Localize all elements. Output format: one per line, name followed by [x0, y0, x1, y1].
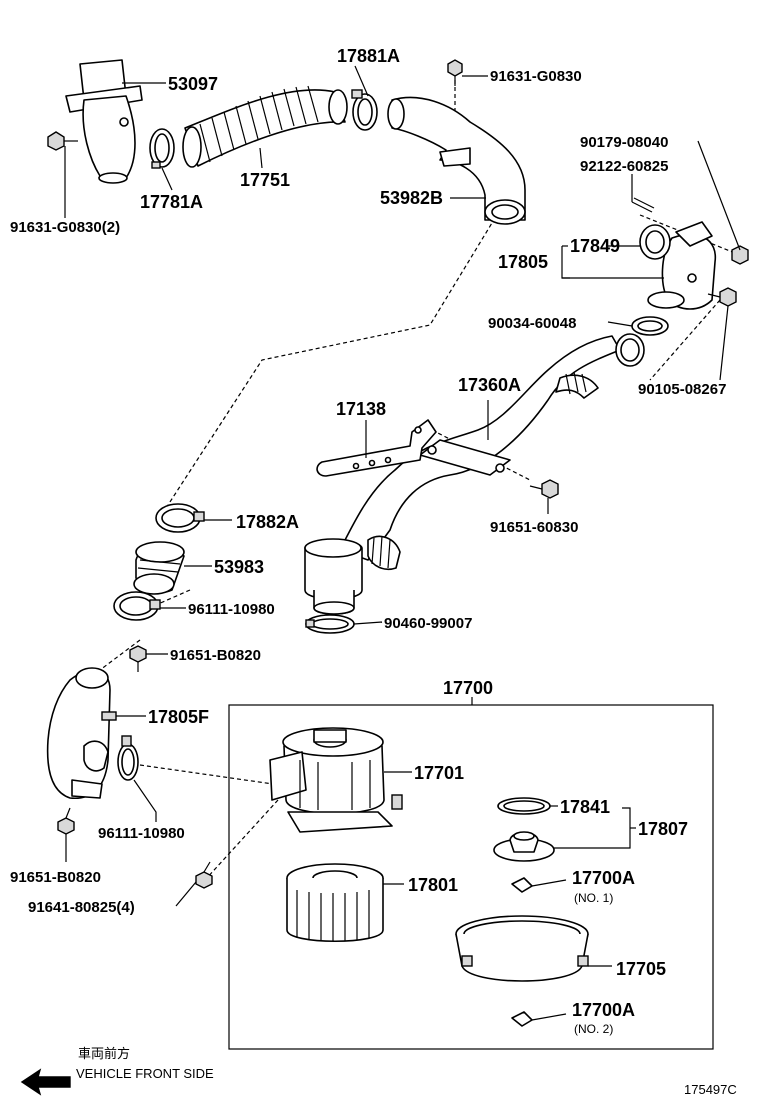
label-17360a: 17360A [458, 375, 521, 395]
label-17701: 17701 [414, 763, 464, 783]
label-96111-10980-lower: 96111-10980 [98, 825, 185, 842]
hose-53983 [133, 541, 185, 595]
label-17807: 17807 [638, 819, 688, 839]
direction-label-en: VEHICLE FRONT SIDE [76, 1066, 214, 1081]
label-53983: 53983 [214, 557, 264, 577]
clip-17700a-no1 [511, 877, 533, 893]
label-17705: 17705 [616, 959, 666, 979]
part-53097-inlet-duct [65, 59, 143, 184]
pipe-17360a [339, 333, 645, 571]
part-17701-air-cleaner-case [269, 727, 403, 833]
label-17805f: 17805F [148, 707, 209, 727]
label-17700: 17700 [443, 678, 493, 698]
arrow-down-left-icon [20, 1068, 71, 1096]
part-17807-valve [493, 831, 555, 862]
hose-17751 [182, 85, 348, 168]
duct-53982b [387, 96, 526, 225]
label-17881a: 17881A [337, 46, 400, 66]
note-17700a-no2: (NO. 2) [574, 1022, 613, 1036]
bolt-91651-b0820-lower [57, 807, 75, 835]
part-17805f-inlet [46, 667, 117, 800]
figure-id: 175497C [684, 1082, 737, 1097]
direction-label-jp: 車両前方 [78, 1046, 130, 1061]
resonator-body [304, 538, 363, 615]
label-53097: 53097 [168, 74, 218, 94]
bolt-91631-g0830-top [447, 59, 463, 86]
label-90179-08040: 90179-08040 [580, 134, 668, 151]
label-91631-g0830-2: 91631-G0830(2) [10, 219, 120, 236]
note-17700a-no1: (NO. 1) [574, 891, 613, 905]
label-17805: 17805 [498, 252, 548, 272]
gasket-90034-60048 [631, 316, 669, 336]
label-17781a: 17781A [140, 192, 203, 212]
part-17801-filter-element [286, 863, 384, 943]
label-96111-10980-upper: 96111-10980 [188, 601, 275, 618]
label-91641-80825-4: 91641-80825(4) [28, 899, 135, 916]
part-17805-elbow [647, 221, 717, 310]
label-17841: 17841 [560, 797, 610, 817]
front-direction-indicator: 車両前方 VEHICLE FRONT SIDE [20, 1046, 214, 1096]
clamp-90460-99007 [305, 614, 355, 634]
label-17138: 17138 [336, 399, 386, 419]
label-17849: 17849 [570, 236, 620, 256]
assembly-guide-lines [99, 80, 741, 881]
bolt-90105-08267 [707, 287, 737, 307]
clamp-17781a [149, 128, 175, 169]
label-17882a: 17882A [236, 512, 299, 532]
label-90105-08267: 90105-08267 [638, 381, 726, 398]
stud-92122-60825 [631, 197, 655, 213]
clamp-96111-10980-upper [113, 591, 161, 621]
label-17801: 17801 [408, 875, 458, 895]
label-91651-b0820-upper: 91651-B0820 [170, 647, 261, 664]
label-90034-60048: 90034-60048 [488, 315, 576, 332]
nut-90179-08040 [731, 245, 749, 265]
label-90460-99007: 90460-99007 [384, 615, 472, 632]
clip-17700a-no2 [511, 1011, 533, 1027]
label-17700a-no1: 17700A [572, 868, 635, 888]
bracket-17138 [316, 419, 437, 477]
part-17841-seal [497, 797, 551, 815]
clamp-17881a [351, 89, 378, 131]
label-92122-60825: 92122-60825 [580, 158, 668, 175]
bolt-91641-80825 [195, 861, 213, 889]
leader-lines [64, 65, 741, 1021]
label-17700a-no2: 17700A [572, 1000, 635, 1020]
label-17751: 17751 [240, 170, 290, 190]
label-91651-b0820-lower: 91651-B0820 [10, 869, 101, 886]
assembly-17700-frame [228, 704, 714, 1050]
part-labels: 53097 17881A 91631-G0830 91631-G0830(2) … [10, 46, 726, 1036]
gasket-17849 [639, 224, 671, 260]
clamp-96111-10980-lower [117, 735, 139, 781]
bolt-91651-b0820-upper [129, 645, 147, 672]
clamp-17882a [155, 503, 205, 533]
label-91631-g0830-top: 91631-G0830 [490, 68, 582, 85]
bolt-91651-60830 [529, 479, 559, 499]
bolt-91631-g0830-left [47, 131, 78, 151]
label-91651-60830: 91651-60830 [490, 519, 578, 536]
label-53982b: 53982B [380, 188, 443, 208]
part-17705-band [455, 915, 589, 982]
